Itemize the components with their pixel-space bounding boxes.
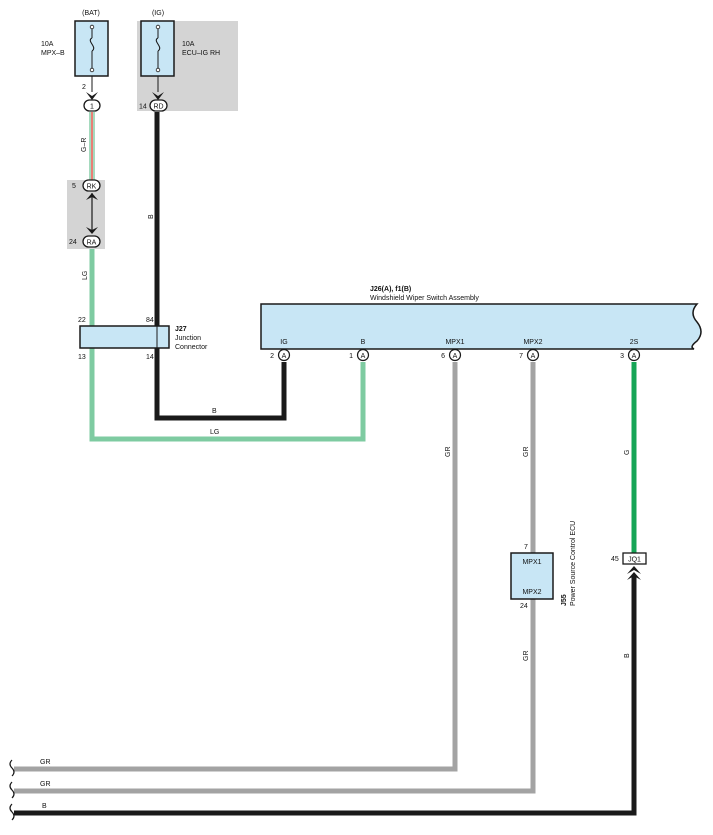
wire-label-gr-ecu: GR: [523, 651, 530, 662]
junction-name-line2: Connector: [175, 344, 208, 351]
jq1-arrow-icon-2: [627, 572, 641, 580]
wire-b-bottom: [154, 348, 287, 421]
rk-pin: 5: [72, 183, 76, 190]
jq1-pin: 45: [611, 556, 619, 563]
wire-label-gr-mpx2: GR: [523, 447, 530, 458]
ra-arrow-icon: [86, 227, 98, 234]
junction-connector-box: [79, 325, 170, 349]
bat-arrow-icon: [86, 92, 98, 100]
bat-fuse-pin: 2: [82, 84, 86, 91]
wiper-pin-number: 2: [270, 353, 274, 360]
ig-supply-label: (IG): [152, 10, 164, 17]
ecu-pin-top-label: MPX1: [522, 559, 541, 566]
wiper-pin-conn: A: [531, 353, 536, 360]
wiper-pin-label: MPX2: [523, 339, 542, 346]
ra-terminal: RA: [82, 235, 101, 248]
wire-gr-mpx1: [14, 362, 458, 772]
svg-text:JQ1: JQ1: [628, 557, 641, 564]
ig-fuse-rating: 10A: [182, 41, 195, 48]
svg-text:RD: RD: [153, 104, 163, 111]
ecu-pin-bottom: 24: [520, 603, 528, 610]
wiper-switch-id: J26(A), f1(B): [370, 286, 411, 293]
ig-arrow-icon: [152, 92, 164, 100]
wire-label-gr-out2: GR: [40, 781, 51, 788]
ecu-name: Power Source Control ECU: [570, 521, 577, 606]
wiper-pin-conn: A: [282, 353, 287, 360]
wiper-pin-conn: A: [361, 353, 366, 360]
wiper-pin-label: MPX1: [445, 339, 464, 346]
wiper-switch-name: Windshield Wiper Switch Assembly: [370, 295, 479, 302]
wire-label-b-jq1: B: [624, 653, 631, 658]
svg-text:1: 1: [90, 104, 94, 111]
rk-arrow-icon: [86, 193, 98, 200]
wiper-pin-number: 6: [441, 353, 445, 360]
wiper-pin-label: 2S: [630, 339, 639, 346]
junction-pin-tl: 22: [78, 317, 86, 324]
wiper-switch-box: [260, 303, 702, 350]
break-marks: [9, 759, 15, 821]
wiper-pin-conn-circle: [448, 348, 462, 362]
bat-fuse-rating: 10A: [41, 41, 54, 48]
wiper-pin-ig: IG A 2: [270, 339, 291, 362]
wire-label-b-bottom: B: [212, 408, 217, 415]
ig-fuse-pin: 14: [139, 104, 147, 111]
wiper-pin-conn-circle: [356, 348, 370, 362]
wire-label-gr-mpx1: GR: [445, 447, 452, 458]
wiper-pin-label: B: [361, 339, 366, 346]
wire-label-b-ig: B: [148, 214, 155, 219]
wiper-pin-conn-circle: [277, 348, 291, 362]
wiper-pin-number: 3: [620, 353, 624, 360]
wiper-pin-conn-circle: [627, 348, 641, 362]
bat-fuse-name: MPX–B: [41, 50, 65, 57]
fuse-icon: [89, 24, 95, 73]
wiper-pin-2s: 2S A 3: [620, 339, 641, 362]
junction-pin-tr: 84: [146, 317, 154, 324]
wiper-pin-number: 1: [349, 353, 353, 360]
wiper-pin-number: 7: [519, 353, 523, 360]
wire-lg-bottom: [89, 348, 366, 442]
wiper-pin-conn: A: [453, 353, 458, 360]
wire-gr-fuse: [89, 112, 95, 180]
ecu-id: J55: [561, 594, 568, 606]
wire-gr-ecu: [14, 599, 536, 794]
ecu-pin-top: 7: [524, 544, 528, 551]
wire-label-lg-bottom: LG: [210, 429, 219, 436]
wire-label-g-2s: G: [624, 450, 631, 455]
jq1-terminal: JQ1: [622, 552, 647, 565]
jq1-arrow-icon: [627, 566, 641, 574]
ra-pin: 24: [69, 239, 77, 246]
wiper-pin-conn-circle: [526, 348, 540, 362]
svg-text:RA: RA: [87, 240, 97, 247]
wire-label-gr-out1: GR: [40, 759, 51, 766]
wire-label-b-out: B: [42, 803, 47, 810]
wire-label-gr-fuse: G–R: [81, 138, 88, 152]
junction-pin-br: 14: [146, 354, 154, 361]
fuse-icon: [155, 24, 161, 73]
bat-supply-label: (BAT): [82, 10, 100, 17]
wiper-pin-conn: A: [632, 353, 637, 360]
junction-id: J27: [175, 326, 187, 333]
wiper-pin-label: IG: [280, 339, 287, 346]
bat-terminal: 1: [83, 99, 101, 112]
ig-terminal: RD: [149, 99, 168, 112]
junction-pin-bl: 13: [78, 354, 86, 361]
junction-name-line1: Junction: [175, 335, 201, 342]
ecu-box: [510, 552, 554, 600]
rk-terminal: RK: [82, 179, 101, 192]
wire-label-lg-ra: LG: [82, 271, 89, 280]
wiper-pin-b: BA 1: [349, 339, 370, 362]
ig-fuse-name: ECU–IG RH: [182, 50, 220, 57]
svg-text:RK: RK: [87, 184, 97, 191]
ecu-pin-bottom-label: MPX2: [522, 589, 541, 596]
wire-b-jq1: [14, 575, 637, 816]
